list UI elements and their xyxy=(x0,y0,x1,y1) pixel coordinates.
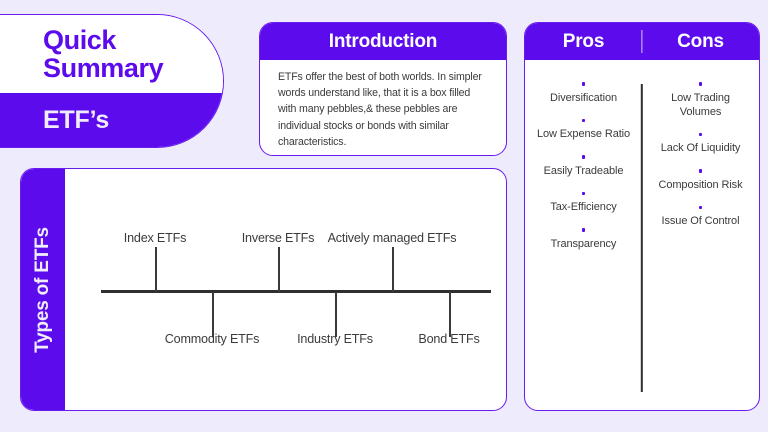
timeline-node-label: Commodity ETFs xyxy=(164,332,260,346)
cons-item-label: Lack Of Liquidity xyxy=(660,142,741,155)
timeline-tick xyxy=(335,292,337,337)
pros-item-label: Low Expense Ratio xyxy=(536,128,631,141)
bullet-icon xyxy=(698,132,703,137)
pros-cons-vertical-divider xyxy=(640,84,644,392)
quick-summary-card: Quick Summary ETF’s xyxy=(0,14,224,148)
timeline-tick xyxy=(392,247,394,292)
timeline-node-label: Bond ETFs xyxy=(418,332,480,346)
pros-item: Diversification xyxy=(525,82,642,105)
timeline-tick xyxy=(155,247,157,292)
timeline-tick xyxy=(212,292,214,337)
cons-item: Lack Of Liquidity xyxy=(642,132,759,156)
page-title-line-1: Quick xyxy=(43,24,117,55)
bullet-icon xyxy=(581,82,586,86)
bullet-icon xyxy=(698,205,703,210)
bullet-icon xyxy=(698,169,703,173)
bullet-icon xyxy=(581,155,586,159)
timeline-tick xyxy=(278,247,280,292)
timeline-node-label: Inverse ETFs xyxy=(241,231,315,245)
pros-item: Easily Tradeable xyxy=(525,155,642,178)
pros-item: Low Expense Ratio xyxy=(525,118,642,142)
cons-item-label: Composition Risk xyxy=(658,178,743,191)
cons-item: Composition Risk xyxy=(642,169,759,192)
pros-cons-header: Pros Cons xyxy=(525,23,759,60)
cons-item: Low Trading Volumes xyxy=(642,82,759,119)
pros-header-label: Pros xyxy=(562,30,605,52)
timeline-node-label: Industry ETFs xyxy=(297,332,373,346)
quick-summary-title-band: Quick Summary xyxy=(0,15,223,93)
pros-item-label: Diversification xyxy=(550,91,617,104)
bullet-icon xyxy=(581,118,586,123)
timeline-node-label: Index ETFs xyxy=(123,231,187,245)
bullet-icon xyxy=(581,228,586,232)
types-of-etfs-label: Types of ETFs xyxy=(32,226,54,353)
pros-item-label: Transparency xyxy=(550,237,617,250)
timeline-node-label: Actively managed ETFs xyxy=(327,231,457,245)
page-title-line-2: Summary xyxy=(43,53,164,83)
timeline-tick xyxy=(449,292,451,337)
timeline-axis xyxy=(101,290,491,293)
pros-cons-header-divider xyxy=(641,30,643,53)
cons-item-label: Issue Of Control xyxy=(661,215,740,228)
bullet-icon xyxy=(581,191,586,196)
pros-item-label: Tax-Efficiency xyxy=(550,201,617,214)
quick-summary-subtitle-band: ETF’s xyxy=(0,93,223,147)
pros-item-label: Easily Tradeable xyxy=(543,164,624,177)
introduction-card: Introduction ETFs offer the best of both… xyxy=(259,22,507,156)
page-title: Quick Summary xyxy=(43,24,164,83)
pros-item: Tax-Efficiency xyxy=(525,191,642,215)
introduction-header: Introduction xyxy=(260,23,506,60)
pros-item: Transparency xyxy=(525,228,642,251)
cons-header-label: Cons xyxy=(677,30,724,52)
introduction-body: ETFs offer the best of both worlds. In s… xyxy=(278,71,482,148)
types-of-etfs-card: Types of ETFs Index ETFs Inverse ETFs Acti… xyxy=(20,168,507,411)
cons-item: Issue Of Control xyxy=(642,205,759,229)
types-of-etfs-timeline: Index ETFs Inverse ETFs Actively managed E… xyxy=(65,169,506,410)
page-subtitle: ETF’s xyxy=(43,105,110,134)
bullet-icon xyxy=(698,82,703,86)
types-of-etfs-side-band: Types of ETFs xyxy=(21,169,65,410)
cons-item-label: Low Trading Volumes xyxy=(671,91,730,118)
